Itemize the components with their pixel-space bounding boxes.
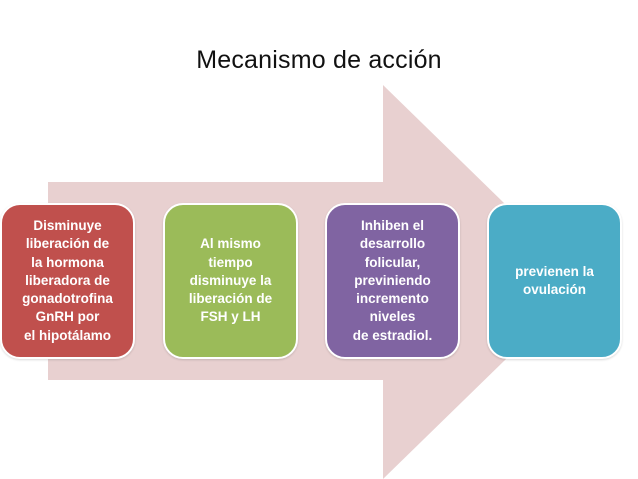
step-box-2: Al mismo tiempo disminuye la liberación … bbox=[163, 203, 298, 359]
arrow-shape bbox=[48, 85, 585, 479]
step-box-4: previenen la ovulación bbox=[487, 203, 622, 359]
step-box-1: Disminuye liberación de la hormona liber… bbox=[0, 203, 135, 359]
step-box-3: Inhiben el desarrollo folicular, previni… bbox=[325, 203, 460, 359]
page-title: Mecanismo de acción bbox=[196, 46, 442, 74]
